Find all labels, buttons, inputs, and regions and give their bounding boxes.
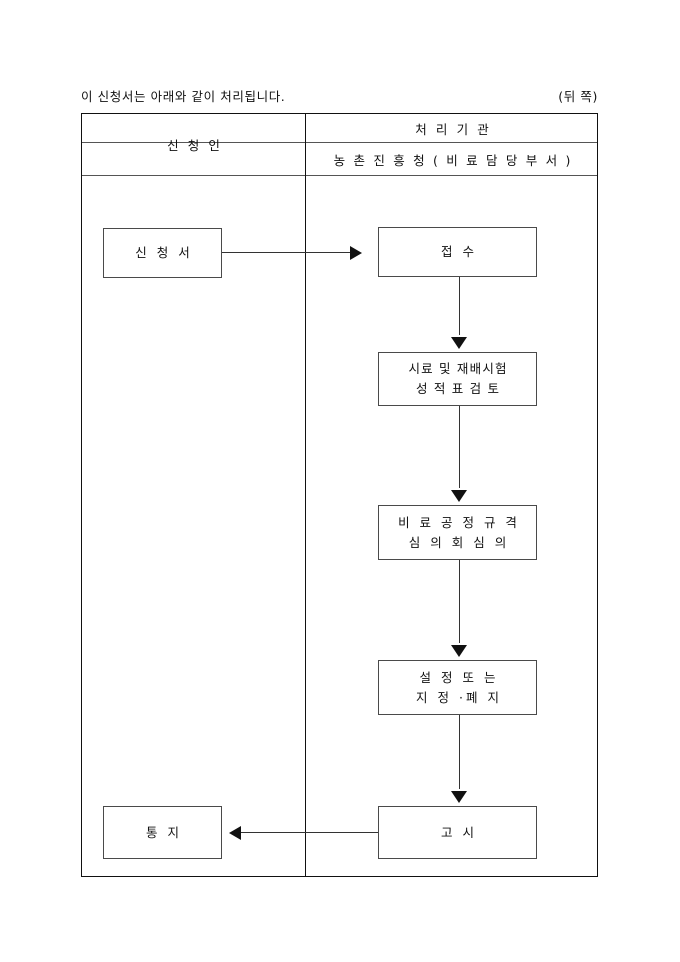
flow-node-decision-line-2: 지 정 ·폐 지 [416, 689, 502, 705]
flow-node-council: 비 료 공 정 규 격 심 의 회 심 의 [378, 505, 537, 560]
flow-node-publication: 고 시 [378, 806, 537, 859]
connector-decision-to-publication [459, 715, 460, 789]
flow-node-council-line-2: 심 의 회 심 의 [408, 534, 510, 550]
arrow-down-icon [451, 337, 467, 349]
flow-node-application: 신 청 서 [103, 228, 222, 278]
flow-node-council-line-1: 비 료 공 정 규 격 [398, 514, 520, 530]
page-marker: (뒤 쪽) [558, 89, 598, 104]
arrow-down-icon [451, 645, 467, 657]
column-divider [305, 114, 306, 876]
flow-node-review-line-1: 시료 및 재배시험 [408, 361, 508, 376]
caption-text: 이 신청서는 아래와 같이 처리됩니다. [81, 89, 286, 104]
flow-node-decision: 설 정 또 는 지 정 ·폐 지 [378, 660, 537, 715]
flow-node-decision-line-1: 설 정 또 는 [419, 669, 499, 685]
flow-node-review-line-2: 성 적 표 검 토 [415, 381, 501, 396]
arrow-right-icon [350, 246, 362, 260]
header-applicant: 신 청 인 [167, 138, 223, 153]
arrow-left-icon [229, 826, 241, 840]
header-agency-department: 농 촌 진 흥 청 ( 비 료 담 당 부 서 ) [333, 152, 573, 168]
header-divider-upper [82, 142, 597, 143]
flow-node-receipt: 접 수 [378, 227, 537, 277]
flow-node-publication-line-1: 고 시 [441, 824, 477, 840]
flow-node-receipt-line-1: 접 수 [441, 244, 477, 259]
flow-diagram: 신 청 서 통 지 접 수 시료 및 재배시험 성 적 표 검 토 비 료 공 … [82, 176, 597, 876]
arrow-down-icon [451, 490, 467, 502]
flow-node-notice: 통 지 [103, 806, 222, 859]
connector-publication-to-notice [241, 832, 378, 833]
flow-node-notice-line-1: 통 지 [146, 824, 182, 840]
flow-node-application-line-1: 신 청 서 [135, 245, 193, 260]
connector-council-to-decision [459, 560, 460, 643]
header-divider-lower [82, 175, 597, 176]
connector-receipt-to-review [459, 277, 460, 335]
header-agency: 처 리 기 관 [415, 121, 492, 137]
caption-row: 이 신청서는 아래와 같이 처리됩니다. (뒤 쪽) [81, 86, 598, 106]
flow-node-review: 시료 및 재배시험 성 적 표 검 토 [378, 352, 537, 406]
connector-review-to-council [459, 406, 460, 488]
arrow-down-icon [451, 791, 467, 803]
process-flow-table: 신 청 인 처 리 기 관 농 촌 진 흥 청 ( 비 료 담 당 부 서 ) … [81, 113, 598, 877]
connector-application-to-receipt [222, 252, 350, 253]
